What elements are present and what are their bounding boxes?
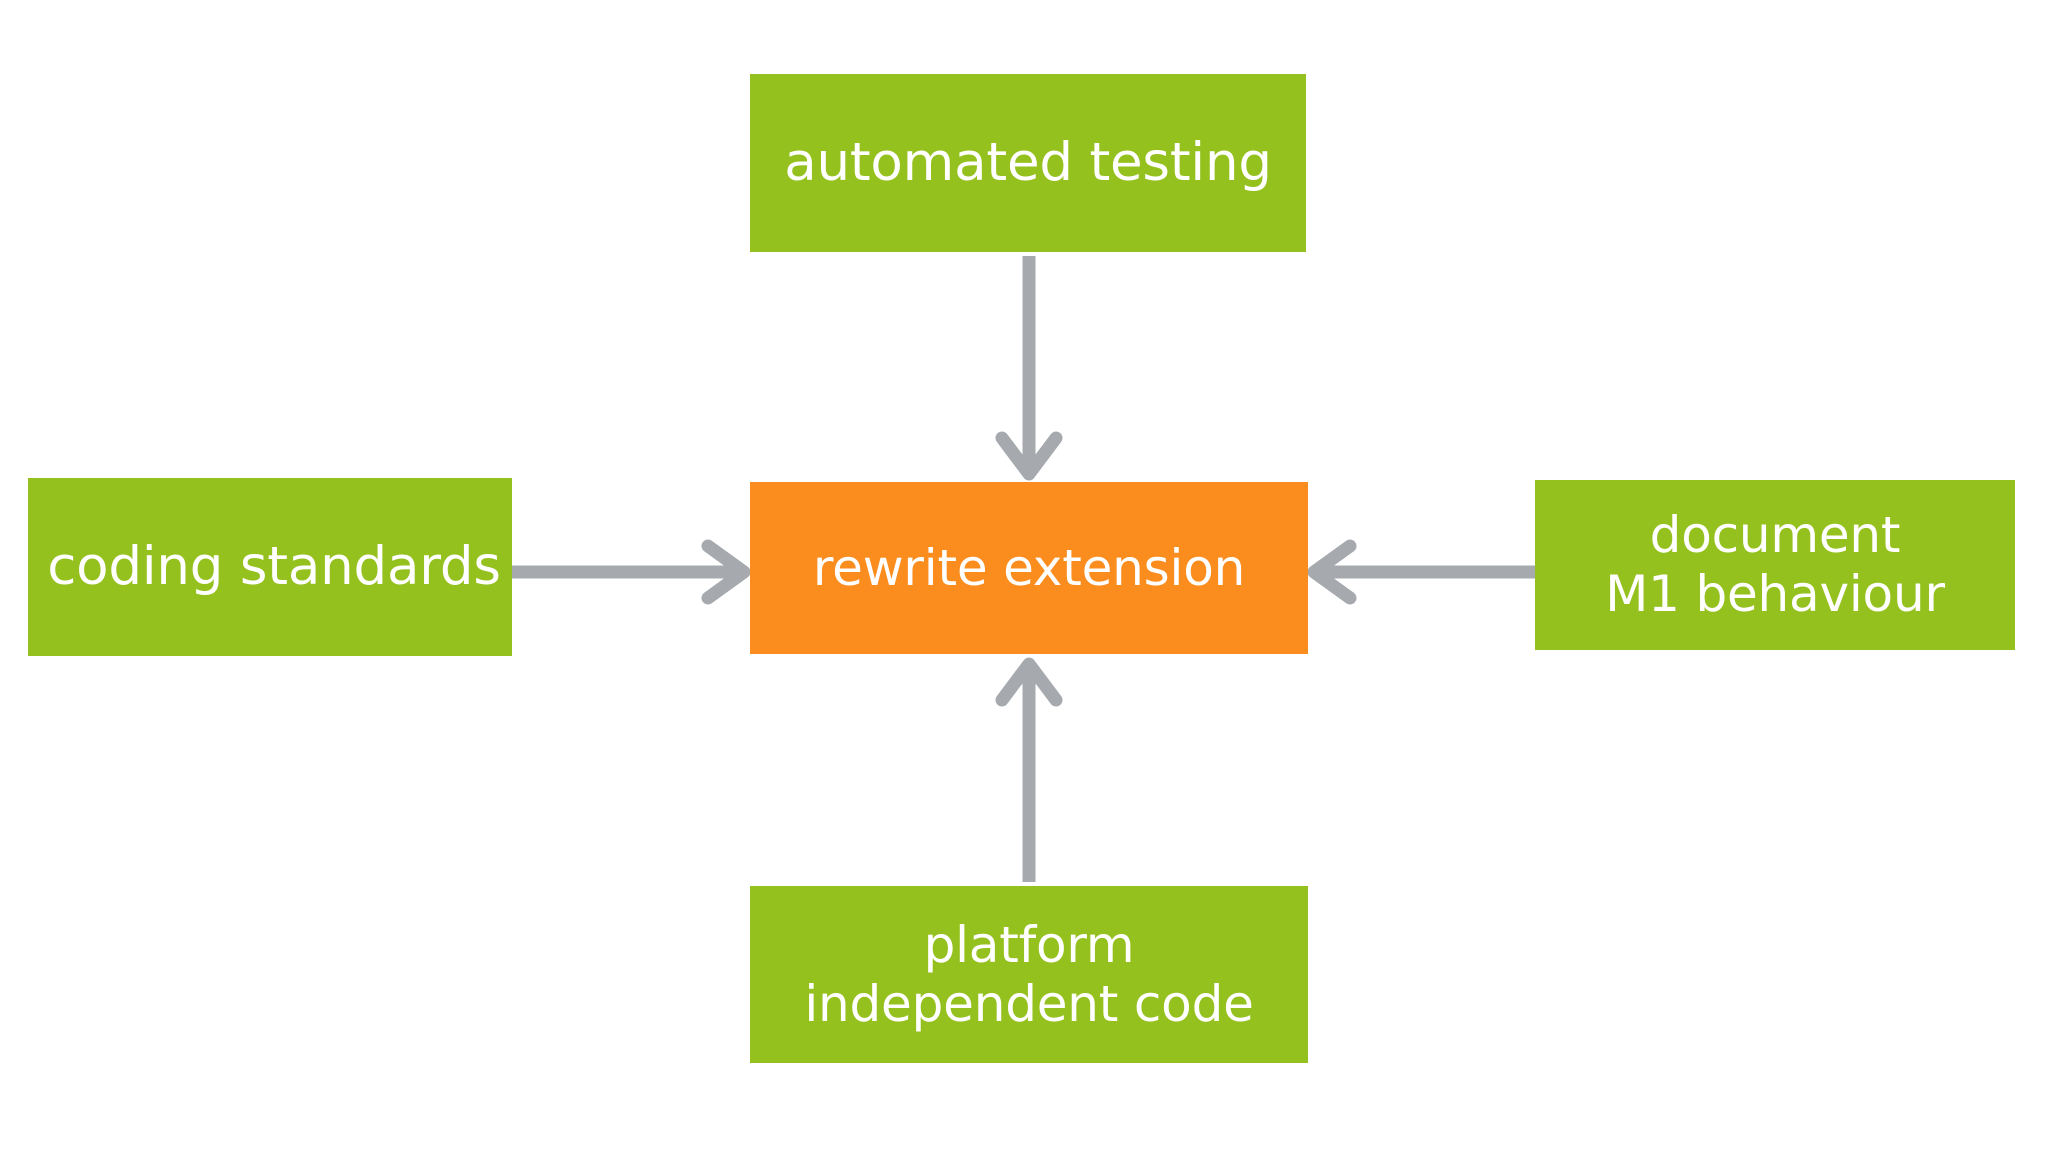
node-coding-standards[interactable]: coding standards: [28, 478, 512, 656]
edge-bottom-arrow: [995, 657, 1063, 882]
edge-right-arrow: [1307, 539, 1535, 605]
edge-top-arrow: [995, 256, 1063, 481]
edge-left-arrow: [512, 539, 751, 605]
node-rewrite-extension[interactable]: rewrite extension: [750, 482, 1308, 654]
node-coding-standards-label: coding standards: [47, 535, 501, 597]
node-platform-independent-code[interactable]: platform independent code: [750, 886, 1308, 1063]
node-automated-testing[interactable]: automated testing: [750, 74, 1306, 252]
node-rewrite-extension-label: rewrite extension: [812, 538, 1246, 597]
node-platform-independent-code-label: platform independent code: [804, 915, 1254, 1033]
node-document-m1-behaviour[interactable]: document M1 behaviour: [1535, 480, 2015, 650]
node-automated-testing-label: automated testing: [784, 131, 1272, 193]
node-document-m1-behaviour-label: document M1 behaviour: [1605, 506, 1945, 623]
